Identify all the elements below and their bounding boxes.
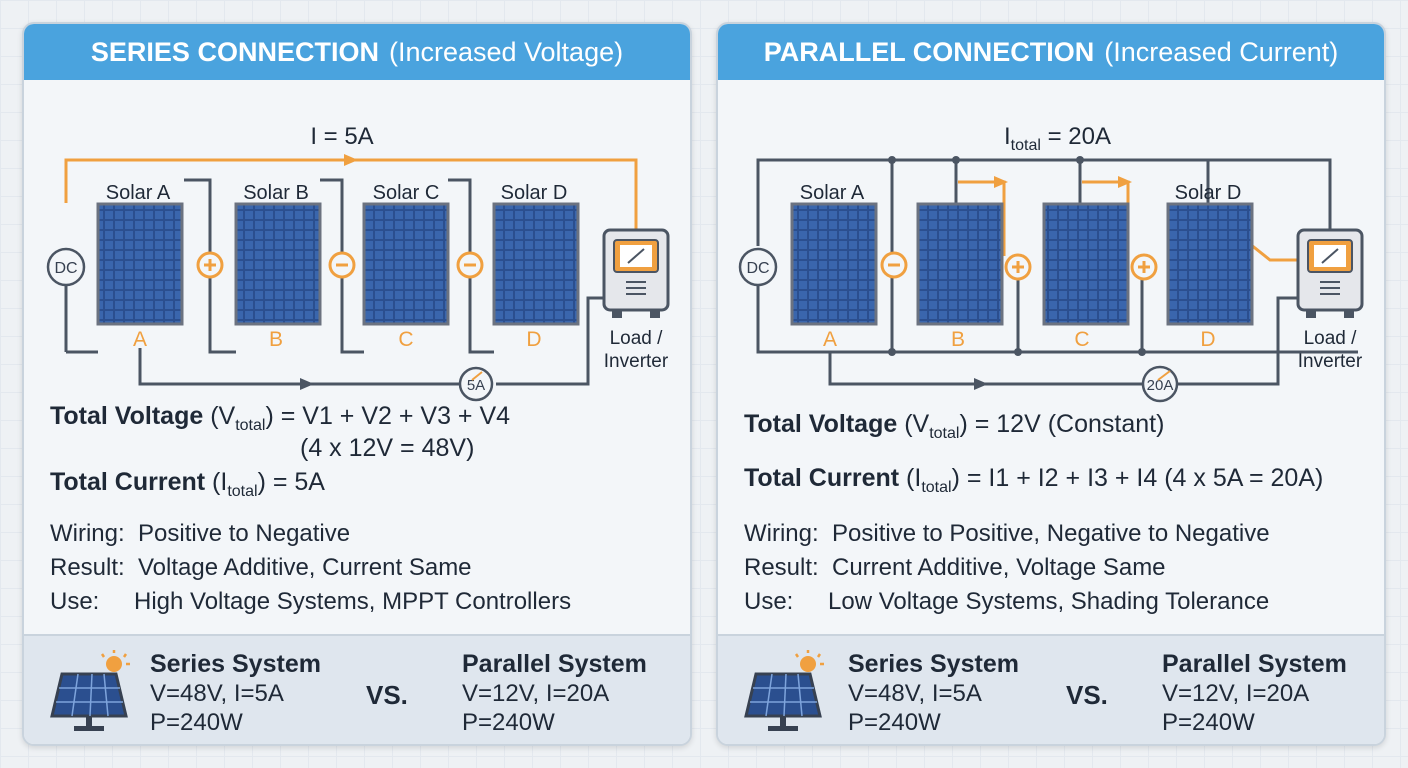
parallel-header: PARALLEL CONNECTION (Increased Current) [718, 24, 1384, 80]
parallel-solar-b: B [916, 202, 1004, 351]
series-voltage-calc: (4 x 12V = 48V) [300, 434, 475, 462]
series-inverter-icon [602, 228, 670, 318]
parallel-info-use: Use:Low Voltage Systems, Shading Toleran… [744, 588, 1270, 615]
vs-label: VS. [366, 680, 408, 710]
parallel-dc-label: DC [746, 260, 769, 277]
svg-text:B: B [951, 328, 965, 351]
series-minus-icon-2 [456, 251, 484, 279]
svg-text:A: A [133, 328, 147, 351]
parallel-return-arrow [974, 378, 988, 390]
series-system-summary: Series System V=48V, I=5A P=240W [150, 650, 321, 736]
svg-text:20A: 20A [1147, 377, 1174, 394]
series-plus-icon [196, 251, 224, 279]
parallel-solar-d: Solar D D [1166, 182, 1254, 351]
parallel-subtitle: (Increased Current) [1104, 36, 1339, 67]
solar-panel-sun-icon [50, 650, 130, 731]
parallel-solar-a: Solar A A [790, 182, 878, 351]
series-return-wire [138, 348, 476, 386]
svg-text:A: A [823, 328, 837, 351]
parallel-panel: PARALLEL CONNECTION (Increased Current) [716, 22, 1386, 746]
series-info-use: Use:High Voltage Systems, MPPT Controlle… [50, 588, 572, 615]
parallel-return-wire [828, 352, 1144, 386]
series-current-formula: Total Current (Itotal) = 5A [50, 468, 325, 500]
parallel-solar-c: C [1042, 202, 1130, 351]
series-header: SERIES CONNECTION (Increased Voltage) [24, 24, 690, 80]
series-comparison: Series System V=48V, I=5A P=240W VS. Par… [24, 634, 690, 744]
svg-text:C: C [398, 328, 413, 351]
series-subtitle: (Increased Voltage) [388, 36, 624, 67]
series-info: Wiring:Positive to Negative Result:Volta… [50, 520, 680, 622]
series-panel: SERIES CONNECTION (Increased Voltage) [22, 22, 692, 746]
parallel-current-formula: Total Current (Itotal) = I1 + I2 + I3 + … [744, 464, 1324, 496]
series-circuit: DC Solar A A Solar B B Solar C C Solar D… [46, 123, 670, 402]
parallel-info: Wiring:Positive to Positive, Negative to… [744, 520, 1374, 622]
series-minus-icon [328, 251, 356, 279]
parallel-load-label: Load / [1304, 328, 1358, 349]
parallel-diagram: DC Solar A A B C Solar D D [718, 80, 1384, 420]
parallel-circuit: DC Solar A A B C Solar D D [738, 123, 1364, 403]
parallel-title: PARALLEL CONNECTION [763, 36, 1095, 67]
parallel-current-label: Itotal = 20A [1004, 123, 1111, 154]
parallel-comparison: Series System V=48V, I=5A P=240W VS. Par… [718, 634, 1384, 744]
series-return-arrow [300, 378, 314, 390]
series-title: SERIES CONNECTION [90, 36, 379, 67]
vs-label-2: VS. [1066, 680, 1108, 710]
parallel-top-bus [756, 158, 1332, 246]
parallel-inverter-label: Inverter [1298, 351, 1363, 372]
parallel-plus-icon [1004, 253, 1032, 281]
series-inverter-label: Inverter [604, 351, 669, 372]
parallel-minus-icon [880, 251, 908, 279]
series-ammeter: 5A [458, 366, 494, 402]
parallel-system-summary: Parallel System V=12V, I=20A P=240W [462, 650, 647, 736]
svg-text:Solar D: Solar D [1175, 182, 1242, 204]
parallel-plus-icon-2 [1130, 253, 1158, 281]
parallel-inverter-icon [1296, 228, 1364, 318]
series-info-result: Result:Voltage Additive, Current Same [50, 554, 472, 581]
series-load-label: Load / [610, 328, 664, 349]
svg-text:D: D [526, 328, 541, 351]
svg-text:Solar D: Solar D [501, 182, 568, 204]
parallel-dc-source [738, 247, 778, 287]
series-dc-label: DC [54, 260, 77, 277]
series-solar-c: Solar C C [362, 182, 450, 351]
parallel-info-wiring: Wiring:Positive to Positive, Negative to… [744, 520, 1270, 547]
solar-panel-sun-icon [744, 650, 824, 731]
parallel-voltage-formula: Total Voltage (Vtotal) = 12V (Constant) [744, 410, 1165, 442]
svg-text:Solar A: Solar A [800, 182, 865, 204]
series-info-wiring: Wiring:Positive to Negative [50, 520, 351, 547]
parallel-system-summary-2: Parallel System V=12V, I=20A P=240W [1162, 650, 1347, 736]
svg-text:Solar B: Solar B [243, 182, 309, 204]
svg-text:Solar C: Solar C [373, 182, 440, 204]
series-solar-a: Solar A A [96, 182, 184, 351]
series-solar-b: Solar B B [234, 182, 322, 351]
series-top-arrow [344, 154, 358, 166]
series-dc-source [46, 247, 86, 287]
svg-text:C: C [1074, 328, 1089, 351]
series-current-label: I = 5A [310, 123, 373, 150]
series-solar-d: Solar D D [492, 182, 580, 351]
series-voltage-formula: Total Voltage (Vtotal) = V1 + V2 + V3 + … [50, 402, 511, 434]
parallel-info-result: Result:Current Additive, Voltage Same [744, 554, 1166, 581]
svg-text:B: B [269, 328, 283, 351]
svg-text:Solar A: Solar A [106, 182, 171, 204]
parallel-ammeter: 20A [1141, 365, 1179, 403]
series-diagram: DC Solar A A Solar B B Solar C C Solar D… [24, 80, 690, 420]
series-system-summary-2: Series System V=48V, I=5A P=240W [848, 650, 1019, 736]
svg-text:D: D [1200, 328, 1215, 351]
svg-text:5A: 5A [467, 377, 485, 394]
